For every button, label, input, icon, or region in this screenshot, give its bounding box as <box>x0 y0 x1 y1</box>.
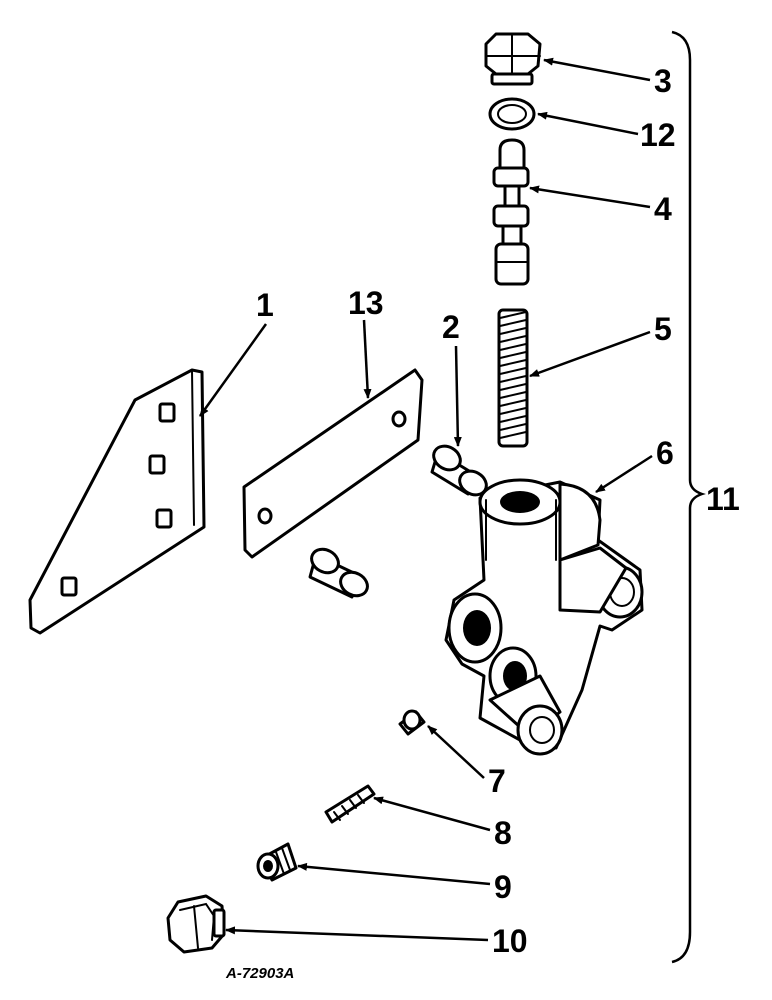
leader-line-1 <box>198 323 268 417</box>
screw-part <box>398 709 426 736</box>
assembly-group-bracket <box>671 30 706 964</box>
figure-id: A-72903A <box>225 965 294 982</box>
leader-line-12 <box>537 111 639 136</box>
callout-6: 6 <box>656 435 674 471</box>
callout-1: 1 <box>256 287 274 323</box>
bushing-lower-part <box>308 547 369 599</box>
callout-13: 13 <box>348 285 384 321</box>
leader-line-2 <box>453 345 462 447</box>
mounting-bracket-part <box>28 368 206 635</box>
leader-line-13 <box>362 319 372 399</box>
leader-line-3 <box>543 57 651 82</box>
hex-plug-part <box>484 32 542 86</box>
o-ring-part <box>488 97 536 131</box>
valve-body-part <box>444 478 644 756</box>
valve-plunger-part <box>492 138 530 286</box>
leader-line-10 <box>225 926 489 942</box>
leader-line-6 <box>595 454 653 494</box>
callout-11: 11 <box>706 481 740 517</box>
callout-5: 5 <box>654 311 672 347</box>
leader-line-4 <box>529 185 651 209</box>
callout-2: 2 <box>442 309 460 345</box>
callout-12: 12 <box>640 117 676 153</box>
set-screw-part <box>256 842 298 882</box>
leader-line-9 <box>297 862 491 886</box>
callout-7: 7 <box>488 763 506 799</box>
callout-9: 9 <box>494 869 512 905</box>
callout-10: 10 <box>492 923 528 959</box>
leader-line-8 <box>373 796 491 832</box>
callout-4: 4 <box>654 191 672 227</box>
gasket-plate-part <box>242 368 424 559</box>
callout-3: 3 <box>654 63 672 99</box>
bushing-upper-part <box>430 444 488 497</box>
leader-line-7 <box>427 725 485 779</box>
callout-8: 8 <box>494 815 512 851</box>
spring-part <box>497 308 529 448</box>
lower-hex-plug-part <box>166 894 226 954</box>
small-spring-part <box>324 784 376 824</box>
leader-line-5 <box>529 330 651 378</box>
